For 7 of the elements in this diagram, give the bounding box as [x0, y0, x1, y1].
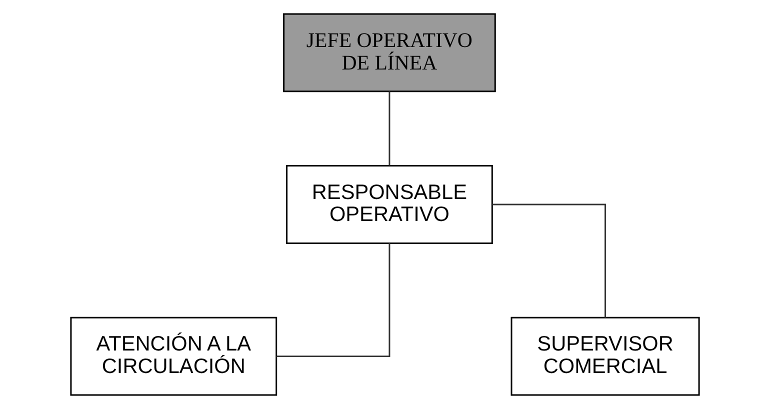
- node-box: RESPONSABLE OPERATIVO: [286, 165, 493, 244]
- connector: [276, 243, 390, 358]
- connector: [492, 204, 606, 318]
- node-box: ATENCIÓN A LA CIRCULACIÓN: [70, 316, 278, 396]
- connector: [388, 91, 390, 166]
- node-box: SUPERVISOR COMERCIAL: [510, 316, 700, 396]
- node-box: JEFE OPERATIVO DE LÍNEA: [283, 13, 496, 92]
